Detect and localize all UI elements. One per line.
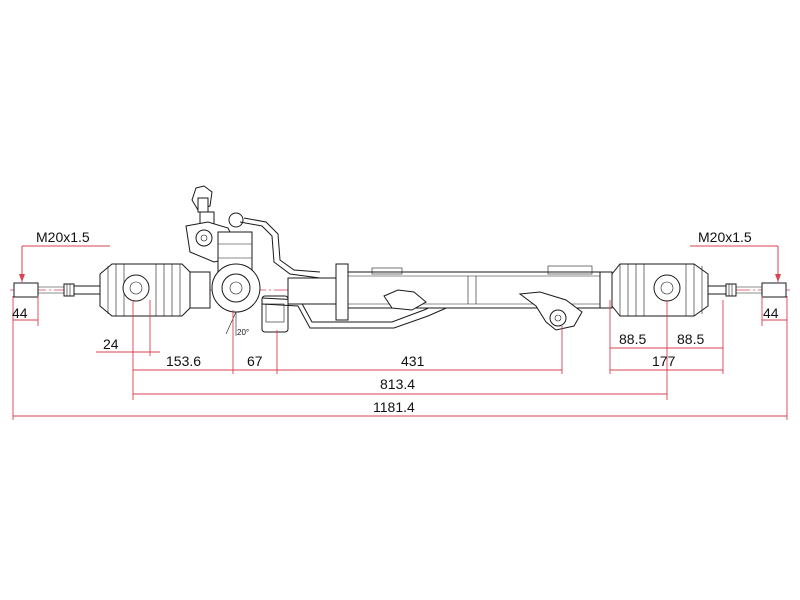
dim-88-5-a-value: 88.5 xyxy=(619,331,646,347)
left-tie-rod-end xyxy=(13,282,101,298)
dim-431-value: 431 xyxy=(401,353,425,369)
extension-lines xyxy=(12,296,788,420)
right-thread-callout: M20x1.5 xyxy=(690,229,781,282)
right-tie-rod-end xyxy=(707,282,787,298)
left-bellows-boot xyxy=(99,263,211,317)
pinion-angle-label: 20° xyxy=(237,328,249,337)
dim-24-value: 24 xyxy=(103,336,119,352)
dim-153-6-value: 153.6 xyxy=(166,353,201,369)
dim-88-5-b-value: 88.5 xyxy=(677,331,704,347)
left-thread-callout: M20x1.5 xyxy=(19,229,110,282)
right-bellows-boot xyxy=(599,263,709,317)
rack-housing-tube xyxy=(287,263,609,331)
dim-1181-4-value: 1181.4 xyxy=(373,399,415,415)
dim-813-4-value: 813.4 xyxy=(380,376,415,392)
dim-177-value: 177 xyxy=(652,353,676,369)
dim-67-value: 67 xyxy=(247,353,263,369)
pinion-valve-housing xyxy=(185,185,289,336)
left-thread-label: M20x1.5 xyxy=(36,229,90,245)
dim-left-44-value: 44 xyxy=(12,305,28,321)
right-thread-label: M20x1.5 xyxy=(698,229,752,245)
dim-right-44-value: 44 xyxy=(763,305,779,321)
